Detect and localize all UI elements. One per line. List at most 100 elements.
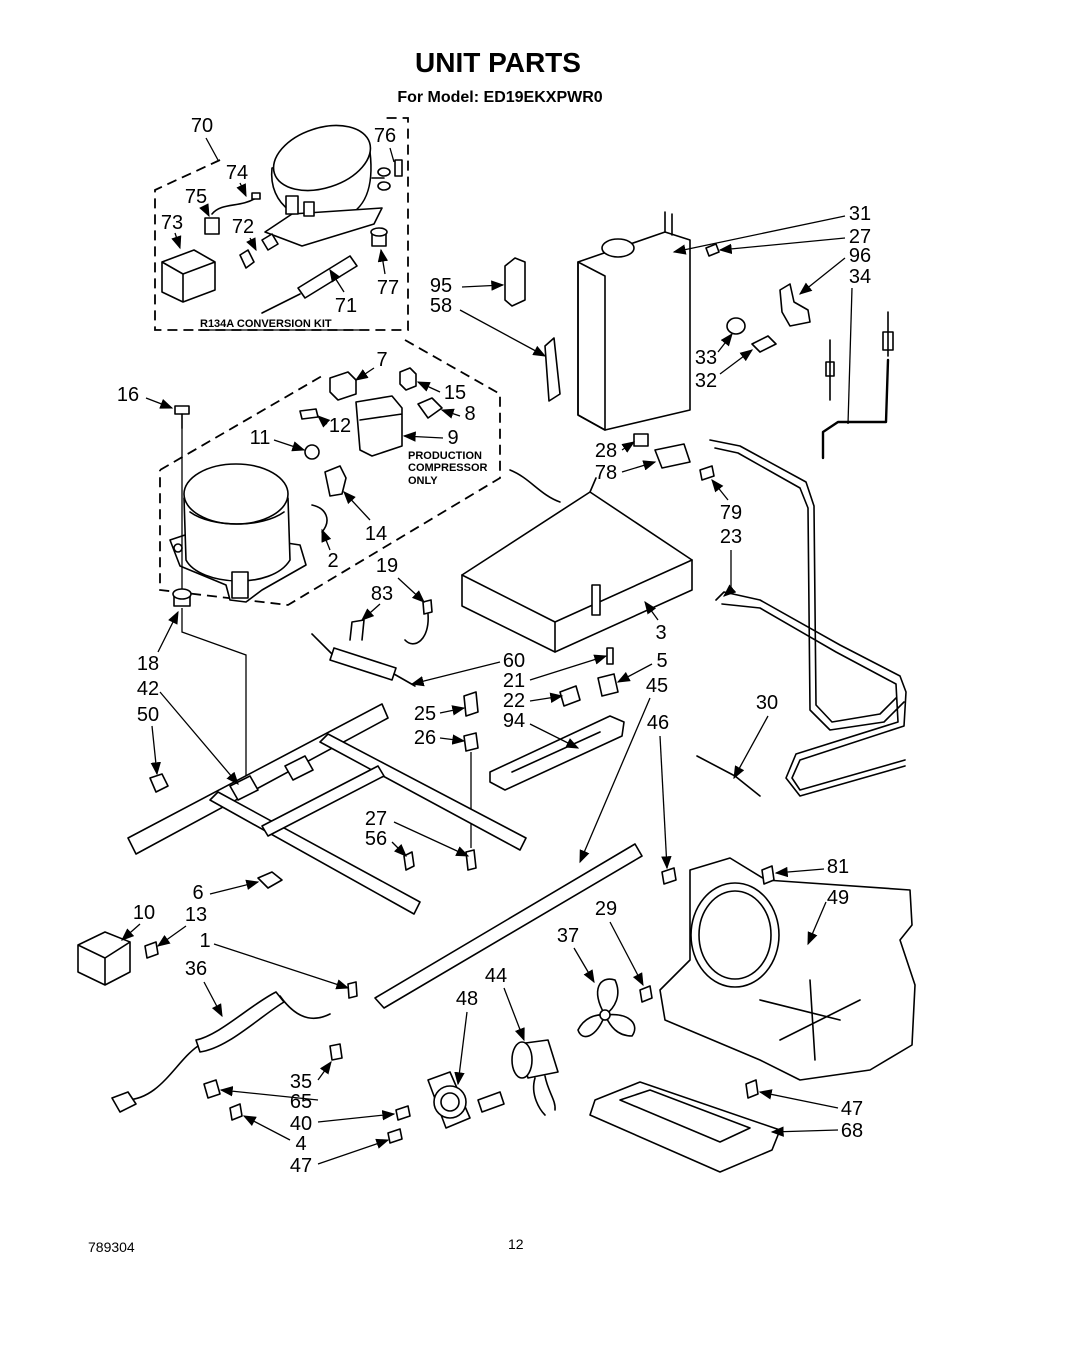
screw-27-lower <box>465 849 477 871</box>
callout-11: 11 <box>250 427 271 449</box>
leader-81 <box>774 866 825 878</box>
leader-27 <box>718 237 846 255</box>
callout-70: 70 <box>191 115 213 137</box>
motor-end-cap <box>511 1041 533 1079</box>
kit-clip-72 <box>261 233 279 251</box>
cord-lead <box>124 1045 199 1101</box>
compressor-foot <box>231 571 249 599</box>
clip-65 <box>203 1079 221 1099</box>
leader-35 <box>317 1060 332 1081</box>
leader-70 <box>205 137 219 161</box>
leader-83 <box>361 603 381 621</box>
leader-96 <box>798 257 846 295</box>
callout-48: 48 <box>456 988 478 1010</box>
tube-23-inner <box>714 447 905 731</box>
drier-body <box>297 255 358 299</box>
callout-47-right: 47 <box>841 1098 863 1120</box>
callout-9: 9 <box>447 427 458 449</box>
grommet-alignment-line <box>181 608 247 780</box>
leader-34 <box>847 287 853 425</box>
leader-46 <box>659 735 672 870</box>
leader-21 <box>529 654 608 681</box>
leader-11 <box>273 439 306 452</box>
leader-7 <box>354 367 375 381</box>
compressor-dome <box>183 463 289 525</box>
tube-34-line <box>821 358 890 460</box>
production-note-line1: PRODUCTION <box>408 450 482 462</box>
callout-15: 15 <box>444 382 466 404</box>
callout-12: 12 <box>329 415 351 437</box>
part-15 <box>399 367 417 391</box>
callout-labels: 70 74 76 75 73 72 77 71 16 7 15 12 8 11 … <box>117 115 871 1177</box>
leader-47-left <box>317 1138 390 1165</box>
callout-95: 95 <box>430 275 452 297</box>
evaporator-end-plate <box>577 261 606 431</box>
leader-31 <box>672 215 846 255</box>
part-8 <box>417 397 443 419</box>
drier-60 <box>311 633 416 687</box>
leader-28 <box>621 441 636 453</box>
probe-right <box>882 311 894 357</box>
callout-31: 31 <box>849 203 871 225</box>
grommet-18 <box>172 588 192 607</box>
grommet-top <box>370 227 388 237</box>
callout-26: 26 <box>414 727 436 749</box>
callout-27: 27 <box>849 226 871 248</box>
callout-71: 71 <box>335 295 357 317</box>
fan-blade <box>604 1013 636 1037</box>
leader-12 <box>317 415 331 428</box>
leader-2 <box>321 528 332 551</box>
callout-4: 4 <box>295 1133 306 1155</box>
clip-26 <box>463 732 479 752</box>
leader-94 <box>529 723 580 749</box>
callout-56: 56 <box>365 828 387 850</box>
clamp-5 <box>597 673 619 697</box>
tube-23-loop-inner <box>721 603 906 797</box>
shroud-opening <box>690 882 780 988</box>
screw-19 <box>422 599 433 615</box>
callout-96: 96 <box>849 245 871 267</box>
callout-78: 78 <box>595 462 617 484</box>
part-50 <box>149 773 169 793</box>
callout-46: 46 <box>647 712 669 734</box>
screw-12 <box>299 408 319 420</box>
leader-45 <box>579 697 651 864</box>
callout-2: 2 <box>327 550 338 572</box>
page-number: 12 <box>508 1236 524 1252</box>
callout-50: 50 <box>137 704 159 726</box>
part-28 <box>633 433 649 447</box>
kit-compressor-dome <box>272 124 372 192</box>
leader-49 <box>807 901 827 946</box>
callout-77: 77 <box>377 277 399 299</box>
rail-45 <box>374 843 643 1009</box>
evaporator-inlet-tube <box>664 211 673 236</box>
part-32 <box>751 335 777 353</box>
leader-3 <box>644 600 659 621</box>
callout-75: 75 <box>185 186 207 208</box>
leader-14 <box>343 491 371 521</box>
leader-19 <box>397 577 425 603</box>
shroud-panel <box>659 857 916 1081</box>
frame-mount-pad <box>284 755 314 781</box>
bracket-94 <box>489 715 625 791</box>
bracket-48 <box>427 1071 505 1129</box>
leader-13 <box>156 925 187 947</box>
bolt-16 <box>174 405 190 429</box>
leader-72 <box>246 237 257 252</box>
kit-drier-71 <box>261 255 358 314</box>
callout-47-left: 47 <box>290 1155 312 1177</box>
leader-75 <box>199 203 210 218</box>
callout-19: 19 <box>376 555 398 577</box>
kit-grommets-76 <box>377 159 403 191</box>
condenser-3 <box>461 469 693 653</box>
condenser-frame <box>461 559 693 653</box>
callout-45: 45 <box>646 675 668 697</box>
leader-16 <box>145 397 174 409</box>
motor-leads <box>532 1075 556 1116</box>
fan-blade-37 <box>577 978 636 1038</box>
leader-1 <box>213 943 350 990</box>
bracket-ring <box>433 1085 467 1119</box>
leader-10 <box>121 923 141 941</box>
bracket-tab <box>477 1091 505 1113</box>
